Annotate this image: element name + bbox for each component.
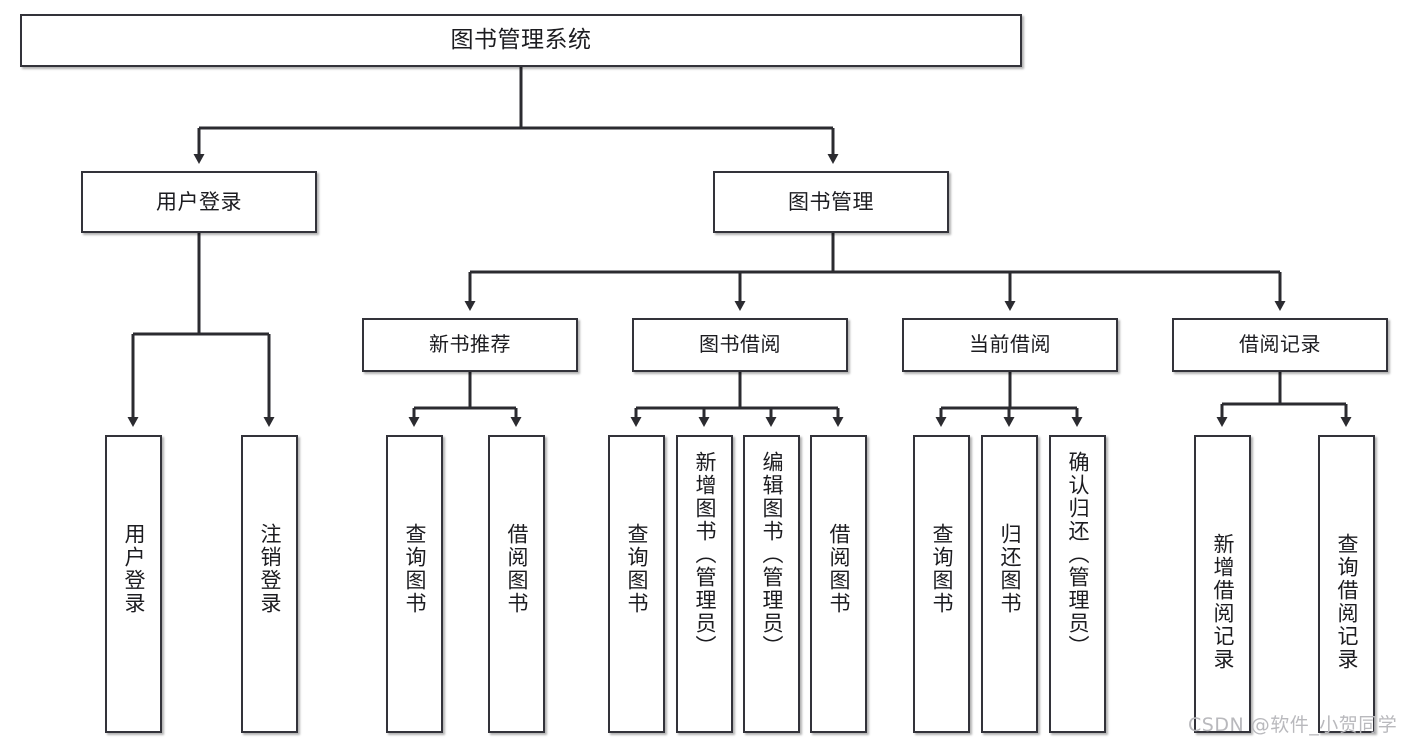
node-user-login[interactable]: 用户登录 (81, 171, 317, 233)
node-label: 借阅图书 (504, 523, 529, 615)
node-label: 编辑图书（管理员） (759, 451, 784, 658)
node-label: 新书推荐 (429, 332, 511, 357)
node-label: 查询借阅记录 (1334, 533, 1359, 671)
node-label: 新增借阅记录 (1210, 533, 1235, 671)
leaf-current-query-book[interactable]: 查询图书 (913, 435, 970, 733)
node-label: 用户登录 (121, 523, 146, 615)
leaf-borrow-add-book-admin[interactable]: 新增图书（管理员） (676, 435, 733, 733)
node-current-borrow[interactable]: 当前借阅 (902, 318, 1118, 372)
node-label: 新增图书（管理员） (692, 451, 717, 658)
node-root-book-management-system[interactable]: 图书管理系统 (20, 14, 1022, 67)
node-new-book-recommend[interactable]: 新书推荐 (362, 318, 578, 372)
node-label: 图书管理 (788, 189, 874, 214)
leaf-new-book-query[interactable]: 查询图书 (386, 435, 443, 733)
node-label: 用户登录 (156, 189, 242, 214)
leaf-borrow-query-book[interactable]: 查询图书 (608, 435, 665, 733)
node-label: 图书借阅 (699, 332, 781, 357)
leaf-borrow-borrow-book[interactable]: 借阅图书 (810, 435, 867, 733)
node-label: 当前借阅 (969, 332, 1051, 357)
leaf-record-add-borrow-record[interactable]: 新增借阅记录 (1194, 435, 1251, 733)
leaf-current-return-book[interactable]: 归还图书 (981, 435, 1038, 733)
leaf-new-book-borrow[interactable]: 借阅图书 (488, 435, 545, 733)
node-book-management[interactable]: 图书管理 (713, 171, 949, 233)
node-label: 借阅记录 (1239, 332, 1321, 357)
node-label: 查询图书 (929, 523, 954, 615)
leaf-current-confirm-return-admin[interactable]: 确认归还（管理员） (1049, 435, 1106, 733)
node-label: 查询图书 (402, 523, 427, 615)
node-label: 图书管理系统 (450, 26, 592, 53)
node-label: 查询图书 (624, 523, 649, 615)
node-label: 借阅图书 (826, 523, 851, 615)
node-label: 注销登录 (257, 523, 282, 615)
leaf-user-login-signout[interactable]: 注销登录 (241, 435, 298, 733)
node-label: 归还图书 (997, 523, 1022, 615)
leaf-user-login-signin[interactable]: 用户登录 (105, 435, 162, 733)
node-book-borrow[interactable]: 图书借阅 (632, 318, 848, 372)
leaf-borrow-edit-book-admin[interactable]: 编辑图书（管理员） (743, 435, 800, 733)
watermark-text: CSDN @软件_小贺同学 (1188, 714, 1398, 736)
node-borrow-record[interactable]: 借阅记录 (1172, 318, 1388, 372)
node-label: 确认归还（管理员） (1065, 451, 1090, 658)
leaf-record-query-borrow-record[interactable]: 查询借阅记录 (1318, 435, 1375, 733)
